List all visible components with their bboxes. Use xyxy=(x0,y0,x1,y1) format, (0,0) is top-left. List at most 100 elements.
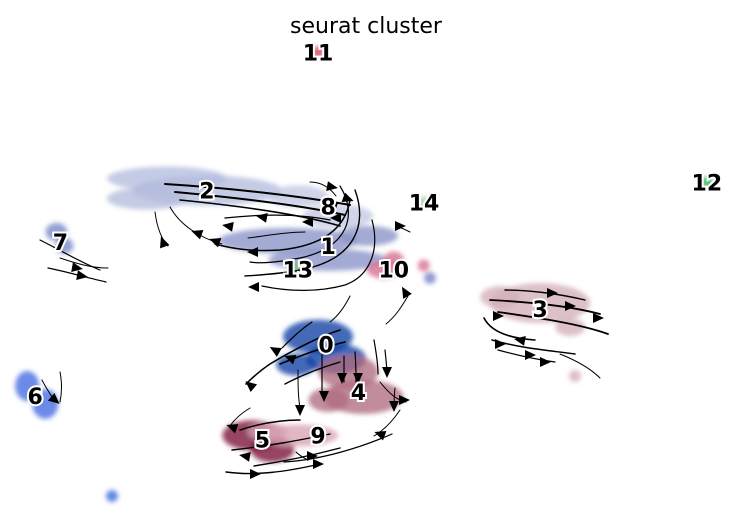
cluster-4-points xyxy=(308,388,349,412)
cluster-label-5: 5 xyxy=(255,428,270,453)
cluster-label-14: 14 xyxy=(409,191,440,216)
velocity-arrowhead xyxy=(239,451,251,462)
cluster-label-2: 2 xyxy=(199,180,214,205)
cluster-label-10: 10 xyxy=(378,259,409,284)
streamline xyxy=(504,289,586,301)
streamline xyxy=(174,191,346,216)
cluster-label-12: 12 xyxy=(692,172,723,197)
streamline xyxy=(261,219,376,291)
streamline xyxy=(483,317,536,341)
velocity-arrowhead xyxy=(382,367,392,378)
velocity-arrowhead xyxy=(399,395,410,405)
cluster-12-points xyxy=(700,176,713,189)
stray-point xyxy=(424,272,436,284)
velocity-arrowhead xyxy=(593,313,604,323)
velocity-arrowhead xyxy=(319,391,329,402)
cluster-10-points xyxy=(383,251,404,268)
velocity-arrowhead xyxy=(269,347,282,357)
streamline xyxy=(59,257,109,269)
velocity-arrowhead xyxy=(71,262,83,273)
cluster-11-points xyxy=(312,46,324,59)
cluster-label-1: 1 xyxy=(320,235,335,260)
cluster-6-points xyxy=(15,370,40,401)
velocity-arrowhead xyxy=(514,335,526,346)
velocity-arrowhead xyxy=(295,405,305,416)
velocity-arrowhead xyxy=(337,373,347,384)
stray-point xyxy=(106,490,118,502)
velocity-arrowhead xyxy=(248,282,259,292)
velocity-arrowhead xyxy=(493,311,504,321)
streamline xyxy=(244,189,361,277)
cluster-label-8: 8 xyxy=(320,195,335,220)
cluster-label-11: 11 xyxy=(303,41,334,66)
velocity-arrowhead xyxy=(302,217,313,227)
cluster-14-points xyxy=(417,196,432,209)
velocity-arrowhead xyxy=(353,373,363,384)
streamline xyxy=(284,361,341,385)
velocity-arrowhead xyxy=(565,301,576,311)
velocity-arrowhead xyxy=(191,230,204,240)
cluster-10-points xyxy=(417,259,430,272)
streamline xyxy=(164,183,351,206)
velocity-arrowhead xyxy=(245,381,258,393)
streamline xyxy=(245,329,341,385)
streamline xyxy=(224,214,331,221)
velocity-arrowhead xyxy=(160,236,170,249)
cluster-label-13: 13 xyxy=(282,259,313,284)
velocity-arrowhead xyxy=(330,213,341,223)
streamline xyxy=(247,231,306,239)
velocity-arrowhead xyxy=(326,202,339,212)
streamline xyxy=(249,185,349,264)
velocity-arrowhead xyxy=(307,451,318,461)
streamline xyxy=(373,409,401,437)
scatter-points xyxy=(15,46,713,502)
streamline xyxy=(39,239,101,271)
streamline xyxy=(309,181,337,197)
streamline xyxy=(253,447,341,467)
streamline xyxy=(214,199,351,252)
velocity-arrows xyxy=(47,181,604,479)
velocity-arrowhead xyxy=(326,181,338,192)
streamline xyxy=(231,433,331,451)
cluster-1-points xyxy=(218,227,359,254)
cluster-2-points xyxy=(106,187,187,210)
streamline xyxy=(559,353,601,379)
streamline xyxy=(179,199,341,227)
cluster-3-points xyxy=(480,286,521,309)
velocity-arrowhead xyxy=(226,424,239,434)
cluster-label-9: 9 xyxy=(310,424,325,449)
velocity-arrowhead xyxy=(374,431,387,441)
streamline xyxy=(239,419,301,431)
streamline xyxy=(281,321,313,349)
cluster-1-points xyxy=(338,225,399,246)
cluster-label-6: 6 xyxy=(28,385,43,410)
velocity-arrowhead xyxy=(209,238,222,248)
velocity-arrowhead xyxy=(525,350,536,360)
cluster-7-points xyxy=(45,222,68,241)
cluster-9-points xyxy=(248,422,288,441)
streamline xyxy=(329,295,351,323)
velocity-arrowhead xyxy=(389,401,399,412)
velocity-arrowhead xyxy=(76,270,88,281)
cluster-13-points xyxy=(290,262,305,277)
streamline xyxy=(225,463,321,475)
velocity-arrowhead xyxy=(250,469,261,479)
streamline xyxy=(295,451,309,461)
velocity-arrowhead xyxy=(284,355,297,365)
streamline xyxy=(489,299,601,315)
velocity-arrowhead xyxy=(341,192,354,202)
velocity-arrowhead xyxy=(47,392,60,404)
velocity-arrowhead xyxy=(313,459,324,469)
velocity-arrowhead xyxy=(495,339,506,349)
streamline xyxy=(59,371,62,403)
chart-title: seurat cluster xyxy=(290,14,443,39)
cluster-label-3: 3 xyxy=(533,298,548,323)
velocity-arrowhead xyxy=(540,357,551,367)
cluster-label-0: 0 xyxy=(318,334,333,359)
velocity-arrowhead xyxy=(256,212,268,223)
streamline xyxy=(279,341,346,365)
velocity-arrowhead xyxy=(547,288,558,298)
cluster-label-7: 7 xyxy=(53,231,68,256)
streamline xyxy=(354,351,357,383)
